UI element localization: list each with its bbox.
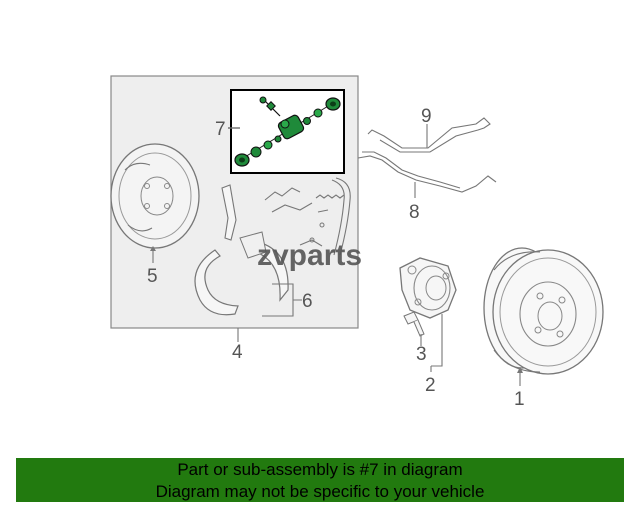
- callout-5: 5: [147, 266, 158, 287]
- brake-shoes: [194, 231, 289, 316]
- callout-4: 4: [232, 342, 243, 363]
- brake-line-9: [367, 117, 491, 153]
- hardware-kit: [264, 177, 351, 256]
- backing-plate: [110, 143, 200, 249]
- callout-9: 9: [421, 106, 432, 127]
- callout-7: 7: [215, 119, 226, 140]
- watermark: zvparts: [257, 239, 362, 272]
- parking-lever: [221, 184, 237, 241]
- callout-8: 8: [409, 202, 420, 223]
- banner-line-1: Part or sub-assembly is #7 in diagram: [177, 460, 463, 479]
- hub-assembly: [399, 257, 457, 319]
- callout-2: 2: [425, 375, 436, 396]
- wheel-cylinder-highlight[interactable]: [230, 89, 345, 174]
- callout-1: 1: [514, 389, 525, 410]
- hub-bolt: [403, 311, 425, 337]
- banner-line-2: Diagram may not be specific to your vehi…: [155, 482, 485, 501]
- callout-6: 6: [302, 291, 313, 312]
- info-banner: Part or sub-assembly is #7 in diagram Di…: [16, 458, 624, 502]
- brake-line-8: [357, 155, 497, 193]
- brake-drum: [483, 247, 604, 375]
- callout-3: 3: [416, 344, 427, 365]
